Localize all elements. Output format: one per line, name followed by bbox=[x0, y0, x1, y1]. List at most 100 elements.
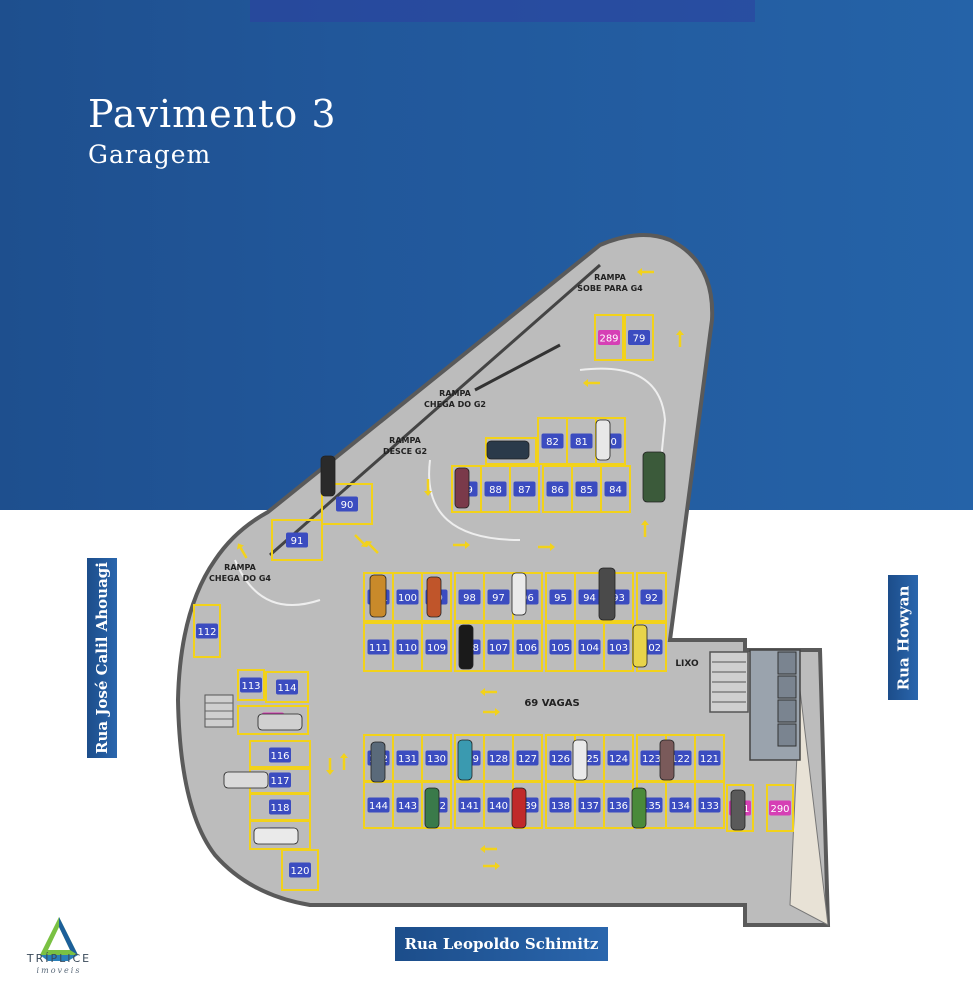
parking-spot: 95 bbox=[545, 572, 576, 622]
spot-number: 117 bbox=[270, 776, 289, 787]
spot-number: 91 bbox=[291, 536, 304, 547]
spot-number: 81 bbox=[575, 437, 588, 448]
direction-arrows bbox=[237, 268, 684, 870]
car-icon bbox=[458, 624, 474, 670]
direction-arrow-icon bbox=[354, 534, 368, 548]
street-bottom-label: Rua Leopoldo Schimitz bbox=[404, 935, 599, 953]
car-icon bbox=[730, 789, 746, 831]
spot-number: 92 bbox=[645, 593, 658, 604]
car-icon bbox=[257, 713, 303, 731]
spot-number: 82 bbox=[546, 437, 559, 448]
parking-spot: 106 bbox=[512, 622, 543, 672]
car-icon bbox=[659, 739, 675, 781]
logo-tagline: imoveis bbox=[36, 966, 82, 975]
spot-number: 102 bbox=[642, 643, 661, 654]
spot-number: 110 bbox=[398, 643, 417, 654]
spot-number: 98 bbox=[463, 593, 476, 604]
spot-number: 96 bbox=[521, 593, 534, 604]
spot-number: 135 bbox=[642, 801, 661, 812]
parking-spot: 143 bbox=[392, 781, 423, 829]
street-bottom: Rua Leopoldo Schimitz bbox=[395, 927, 608, 961]
spot-number: 94 bbox=[583, 593, 596, 604]
total-spots-label: 69 VAGAS bbox=[524, 698, 579, 709]
ramp-label-down-g2: DESCE G2 bbox=[383, 447, 427, 456]
car-icon bbox=[572, 739, 588, 781]
ramp-label-down-g2: RAMPA bbox=[389, 436, 421, 445]
spot-number: 125 bbox=[580, 754, 599, 765]
spot-number: 124 bbox=[609, 754, 628, 765]
spot-number: 138 bbox=[551, 801, 570, 812]
parking-spot: 289 bbox=[594, 314, 624, 361]
parking-spot: 88 bbox=[480, 465, 511, 513]
spot-number: 114 bbox=[277, 683, 296, 694]
direction-arrow-icon bbox=[237, 543, 248, 559]
parking-spot: 113 bbox=[237, 669, 265, 701]
spot-number: 97 bbox=[492, 593, 505, 604]
spot-number: 126 bbox=[551, 754, 570, 765]
triplice-logo-icon bbox=[40, 917, 78, 961]
spot-number: 128 bbox=[489, 754, 508, 765]
ramp-label-from-g4: RAMPA bbox=[224, 563, 256, 572]
parking-spots: 2897982818083898887868584909110110099989… bbox=[193, 314, 794, 891]
parking-spot: 84 bbox=[600, 465, 631, 513]
street-right-label: Rua Howyan bbox=[894, 585, 912, 690]
car-icon bbox=[223, 771, 269, 789]
spot-number: 116 bbox=[270, 751, 289, 762]
car-icon bbox=[454, 467, 470, 509]
spot-number: 107 bbox=[489, 643, 508, 654]
spot-number: 79 bbox=[633, 334, 646, 345]
spot-number: 95 bbox=[554, 593, 567, 604]
car-icon bbox=[632, 624, 648, 668]
spot-number: 127 bbox=[518, 754, 537, 765]
car-icon bbox=[369, 574, 387, 618]
car-icon bbox=[370, 741, 386, 783]
ramp-label-from-g2: CHEGA DO G2 bbox=[424, 400, 486, 409]
background-strip bbox=[250, 0, 755, 22]
parking-spot: 105 bbox=[545, 622, 576, 672]
ramp-label-up-g4: RAMPA bbox=[594, 273, 626, 282]
direction-arrow-icon bbox=[583, 379, 600, 387]
street-right: Rua Howyan bbox=[888, 575, 918, 700]
spot-number: 112 bbox=[197, 627, 216, 638]
spot-number: 87 bbox=[518, 485, 531, 496]
direction-arrow-icon bbox=[538, 543, 555, 551]
parking-spot: 79 bbox=[624, 314, 654, 361]
direction-arrow-icon bbox=[641, 520, 649, 537]
spot-number: 90 bbox=[341, 500, 354, 511]
direction-arrow-icon bbox=[480, 688, 497, 696]
spot-number: 141 bbox=[460, 801, 479, 812]
spot-number: 137 bbox=[580, 801, 599, 812]
spot-number: 104 bbox=[580, 643, 599, 654]
car-icon bbox=[426, 576, 442, 618]
car-icon bbox=[631, 787, 647, 829]
parking-spot: 112 bbox=[193, 604, 221, 658]
spot-number: 106 bbox=[518, 643, 537, 654]
spot-number: 105 bbox=[551, 643, 570, 654]
car-icon bbox=[486, 440, 530, 460]
spot-number: 85 bbox=[580, 485, 593, 496]
spot-number: 130 bbox=[427, 754, 446, 765]
car-icon bbox=[457, 739, 473, 781]
car-icon bbox=[598, 567, 616, 621]
parking-spot: 90 bbox=[321, 483, 373, 525]
spot-number: 134 bbox=[671, 801, 690, 812]
spot-number: 123 bbox=[642, 754, 661, 765]
spot-number: 80 bbox=[604, 437, 617, 448]
direction-arrow-icon bbox=[637, 268, 654, 276]
spot-number: 289 bbox=[599, 334, 618, 345]
spot-number: 136 bbox=[609, 801, 628, 812]
spot-number: 88 bbox=[489, 485, 502, 496]
car-icon bbox=[320, 455, 336, 497]
parking-spot: 141 bbox=[454, 781, 485, 829]
parking-spot: 290 bbox=[766, 784, 794, 832]
direction-arrow-icon bbox=[480, 845, 497, 853]
spot-number: 120 bbox=[290, 866, 309, 877]
direction-arrow-icon bbox=[365, 540, 379, 554]
direction-arrow-icon bbox=[453, 541, 470, 549]
parking-spot: 110 bbox=[392, 622, 423, 672]
spot-number: 113 bbox=[241, 681, 260, 692]
spot-number: 121 bbox=[700, 754, 719, 765]
parking-spot: 114 bbox=[265, 671, 309, 703]
parking-spot: 81 bbox=[566, 417, 597, 465]
spot-number: 133 bbox=[700, 801, 719, 812]
